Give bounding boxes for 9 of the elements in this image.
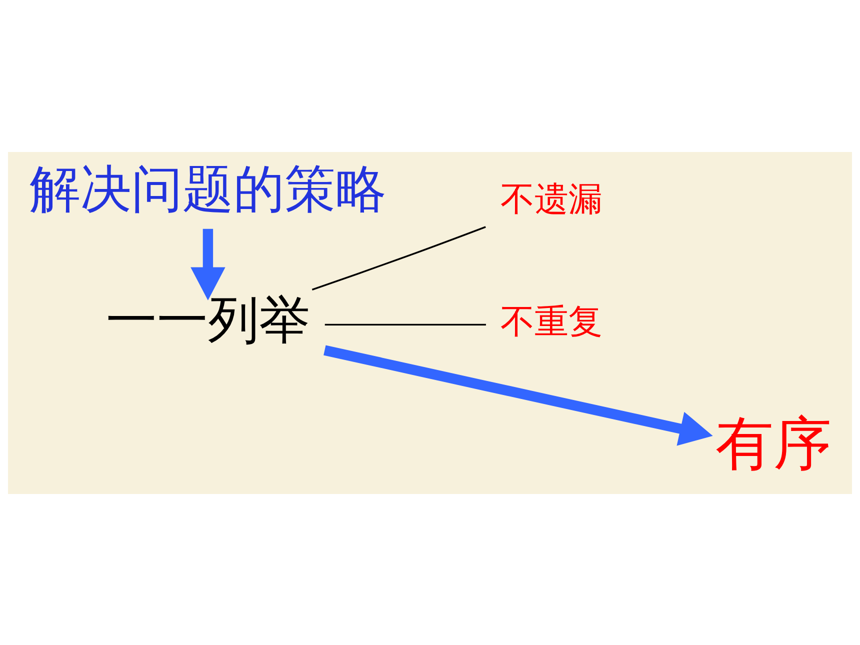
node-text: 解决问题的策略 bbox=[29, 160, 386, 219]
node-text: 不遗漏 bbox=[500, 179, 603, 220]
connector bbox=[324, 323, 486, 326]
node-text: 有序 bbox=[716, 409, 832, 478]
arrow bbox=[324, 344, 713, 446]
node-text: 不重复 bbox=[500, 302, 603, 342]
node-text: 一一列举 bbox=[106, 290, 310, 350]
arrow bbox=[190, 228, 226, 300]
connector bbox=[312, 226, 486, 290]
